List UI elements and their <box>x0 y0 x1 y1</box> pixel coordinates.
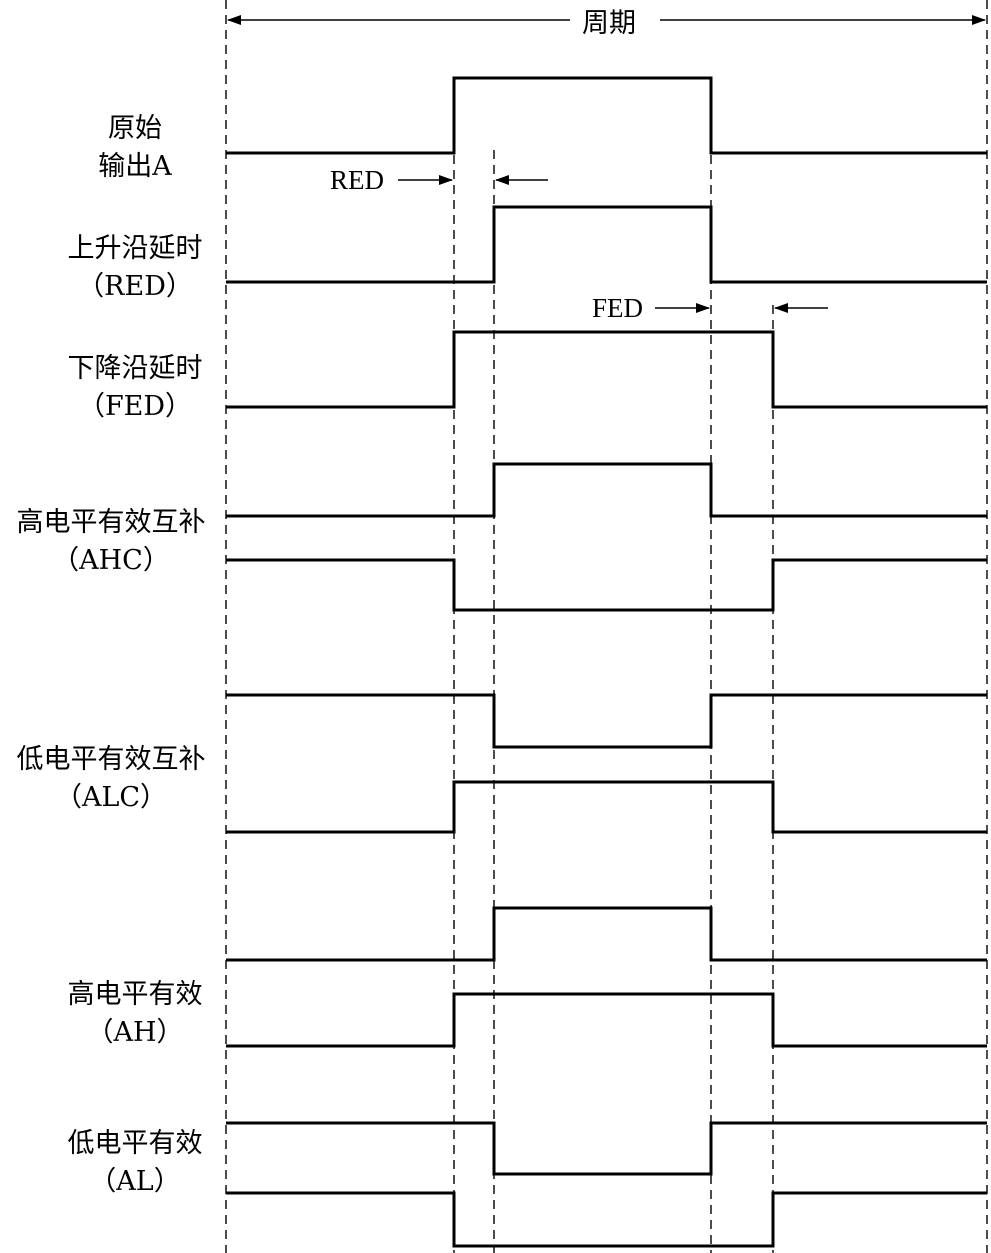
period-label: 周期 <box>570 8 648 40</box>
waveform-red <box>226 205 987 284</box>
waveform-original-a <box>226 76 987 155</box>
red-label: RED <box>326 165 388 195</box>
signal-label-original: 原始 输出A <box>20 110 250 186</box>
signal-label-al: 低电平有效 （AL） <box>20 1125 250 1201</box>
signal-label-line: （FED） <box>77 391 193 422</box>
waveform-ahc-upper <box>226 462 987 518</box>
signal-label-line: （AH） <box>86 1017 184 1048</box>
signal-label-fed: 下降沿延时 （FED） <box>20 350 250 426</box>
signal-label-line: （AL） <box>89 1166 181 1197</box>
signal-label-line: 上升沿延时 <box>67 233 203 264</box>
waveform-alc-upper <box>226 693 987 749</box>
waveform-ah-upper <box>226 906 987 962</box>
signal-label-line: 低电平有效 <box>67 1128 203 1159</box>
signal-label-line: 下降沿延时 <box>67 353 203 384</box>
signal-label-alc: 低电平有效互补 （ALC） <box>0 741 226 817</box>
signal-label-line: 原始 <box>108 113 162 144</box>
signal-label-line: （RED） <box>77 271 193 302</box>
waveform-fed <box>226 330 987 409</box>
signal-label-line: （AHC） <box>52 545 170 576</box>
waveform-al-lower <box>226 1191 987 1248</box>
fed-label: FED <box>588 293 648 323</box>
signal-label-red: 上升沿延时 （RED） <box>20 230 250 306</box>
signal-label-line: 低电平有效互补 <box>16 744 206 775</box>
signal-label-ah: 高电平有效 （AH） <box>20 976 250 1052</box>
waveform-alc-lower <box>226 780 987 834</box>
waveform-ah-lower <box>226 992 987 1048</box>
signal-label-line: 高电平有效 <box>67 979 203 1010</box>
signal-label-line: （ALC） <box>54 782 168 813</box>
signal-label-ahc: 高电平有效互补 （AHC） <box>0 504 226 580</box>
waveform-al-upper <box>226 1121 987 1176</box>
signal-label-line: 高电平有效互补 <box>16 507 206 538</box>
waveform-ahc-lower <box>226 558 987 612</box>
signal-label-line: 输出A <box>98 151 172 182</box>
